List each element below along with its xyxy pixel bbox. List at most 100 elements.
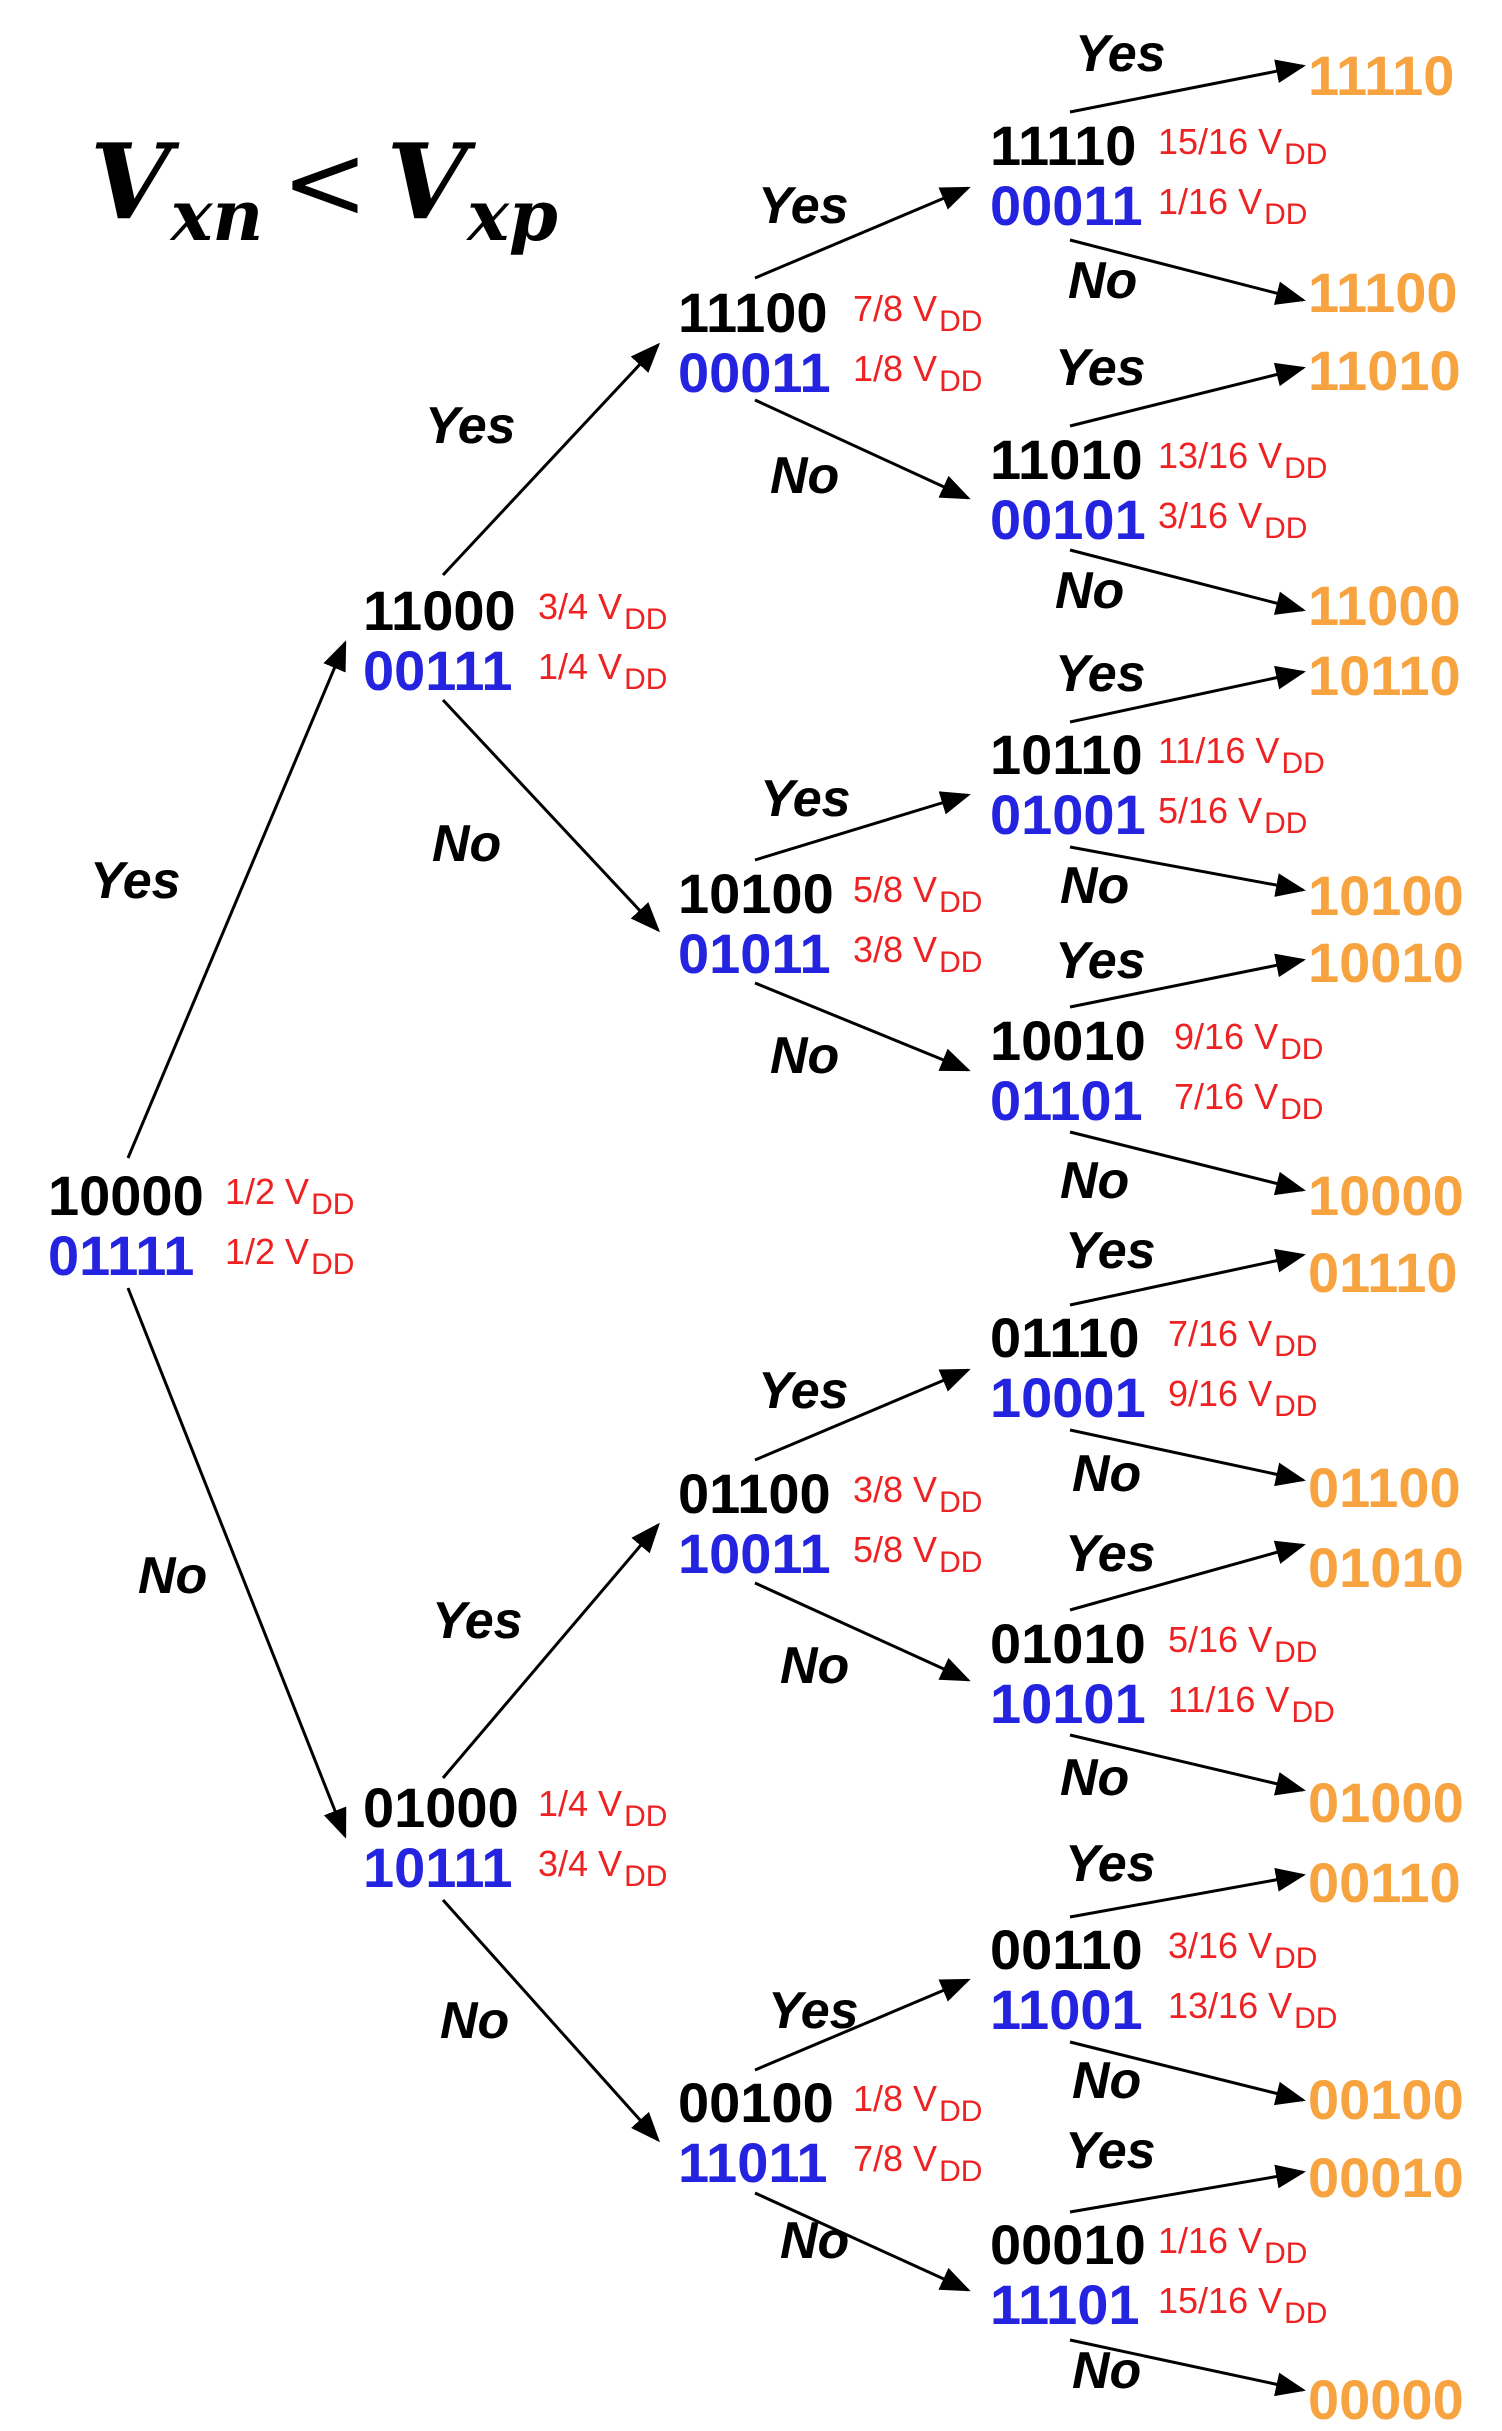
edge-label-yes: Yes (1055, 645, 1146, 703)
node-code-top: 01110 (990, 1306, 1140, 1369)
tree-arrow (1069, 1248, 1306, 1307)
voltage-label: 15/16 VDD (1158, 2280, 1328, 2330)
voltage-label: 3/4 VDD (538, 1843, 668, 1893)
edge-label-yes: Yes (1055, 932, 1146, 990)
tree-arrow (754, 398, 971, 500)
node-code-top: 01000 (363, 1776, 519, 1839)
leaf-code: 11110 (1308, 44, 1455, 107)
edge-label-yes: Yes (768, 1982, 859, 2040)
title-v2: V (386, 120, 468, 243)
tree-arrow (754, 981, 971, 1072)
voltage-label: 9/16 VDD (1168, 1373, 1318, 1423)
node-code-top: 10110 (990, 723, 1143, 786)
voltage-label: 5/16 VDD (1158, 790, 1308, 840)
edge-label-yes: Yes (425, 397, 516, 455)
node-code-bottom: 00111 (363, 639, 513, 702)
node-code-bottom: 01011 (678, 922, 831, 985)
tree-arrow (1069, 2338, 1306, 2397)
node-code-top: 10100 (678, 862, 834, 925)
edge-label-no: No (440, 1992, 510, 2050)
edge-label-no: No (1072, 2052, 1142, 2110)
voltage-label: 3/16 VDD (1168, 1925, 1318, 1975)
voltage-label: 3/8 VDD (853, 1469, 983, 1519)
voltage-label: 7/8 VDD (853, 2138, 983, 2188)
voltage-label: 7/8 VDD (853, 288, 983, 338)
edge-label-no: No (432, 815, 502, 873)
voltage-label: 5/16 VDD (1168, 1619, 1318, 1669)
edge-label-yes: Yes (90, 852, 181, 910)
tree-arrow (1069, 59, 1306, 114)
node-code-bottom: 11011 (678, 2131, 828, 2194)
tree-arrow (1069, 845, 1306, 897)
tree-arrow (1069, 362, 1306, 428)
title-operator: < (281, 121, 369, 243)
voltage-label: 13/16 VDD (1158, 435, 1328, 485)
title-v1: V (90, 120, 171, 243)
tree-arrow (754, 791, 971, 862)
leaf-code: 00010 (1308, 2146, 1464, 2209)
node-code-bottom: 11101 (990, 2273, 1140, 2336)
tree-arrow (441, 1522, 660, 1779)
voltage-label: 9/16 VDD (1174, 1016, 1324, 1066)
node-code-bottom: 10101 (990, 1672, 1146, 1735)
edge-label-no: No (1068, 252, 1138, 310)
tree-arrow (441, 698, 661, 933)
leaf-code: 11000 (1308, 574, 1461, 637)
diagram-title: Vxn<Vxp (90, 130, 558, 251)
edge-label-yes: Yes (1065, 1525, 1156, 1583)
tree-arrow (754, 1978, 971, 2072)
voltage-label: 1/4 VDD (538, 1783, 668, 1833)
tree-arrow (1069, 953, 1306, 1009)
voltage-label: 7/16 VDD (1174, 1076, 1324, 1126)
tree-arrow (1069, 1867, 1306, 1919)
tree-arrow (754, 1368, 971, 1462)
voltage-label: 1/4 VDD (538, 646, 668, 696)
edge-label-no: No (770, 1027, 840, 1085)
tree-arrow (1069, 238, 1306, 305)
node-code-top: 10000 (48, 1164, 204, 1227)
tree-arrow (126, 1287, 347, 1839)
node-code-top: 00100 (678, 2071, 834, 2134)
tree-arrow (1069, 2040, 1306, 2106)
tree-arrow (1069, 1428, 1306, 1487)
edge-label-no: No (780, 2212, 850, 2270)
edge-label-yes: Yes (432, 1592, 523, 1650)
voltage-label: 3/16 VDD (1158, 495, 1308, 545)
edge-label-no: No (780, 1637, 850, 1695)
tree-arrow (1069, 2164, 1306, 2214)
edge-label-no: No (1072, 1445, 1142, 1503)
tree-arrow (441, 342, 661, 577)
tree-arrow (1069, 548, 1306, 615)
node-code-top: 00110 (990, 1918, 1143, 1981)
node-code-top: 11000 (363, 579, 516, 642)
tree-arrow (1069, 1733, 1306, 1796)
voltage-label: 1/16 VDD (1158, 2220, 1308, 2270)
node-code-bottom: 10001 (990, 1366, 1146, 1429)
edge-label-no: No (1060, 1749, 1130, 1807)
voltage-label: 1/2 VDD (225, 1171, 355, 1221)
leaf-code: 10000 (1308, 1164, 1464, 1227)
node-code-top: 10010 (990, 1009, 1146, 1072)
node-code-top: 11100 (678, 281, 828, 344)
node-code-top: 01010 (990, 1612, 1146, 1675)
node-code-bottom: 10011 (678, 1522, 831, 1585)
edge-label-no: No (1072, 2342, 1142, 2400)
node-code-bottom: 00101 (990, 488, 1146, 551)
voltage-label: 13/16 VDD (1168, 1985, 1338, 2035)
voltage-label: 3/4 VDD (538, 586, 668, 636)
node-code-bottom: 01111 (48, 1224, 195, 1287)
leaf-code: 01000 (1308, 1771, 1464, 1834)
node-code-top: 11110 (990, 114, 1137, 177)
leaf-code: 10010 (1308, 931, 1464, 994)
node-code-bottom: 01001 (990, 783, 1146, 846)
edge-label-yes: Yes (1065, 1835, 1156, 1893)
leaf-code: 00100 (1308, 2068, 1464, 2131)
tree-arrow (1069, 1130, 1306, 1196)
voltage-label: 1/8 VDD (853, 348, 983, 398)
voltage-label: 3/8 VDD (853, 929, 983, 979)
voltage-label: 15/16 VDD (1158, 121, 1328, 171)
voltage-label: 5/8 VDD (853, 1529, 983, 1579)
voltage-label: 11/16 VDD (1168, 1679, 1335, 1729)
